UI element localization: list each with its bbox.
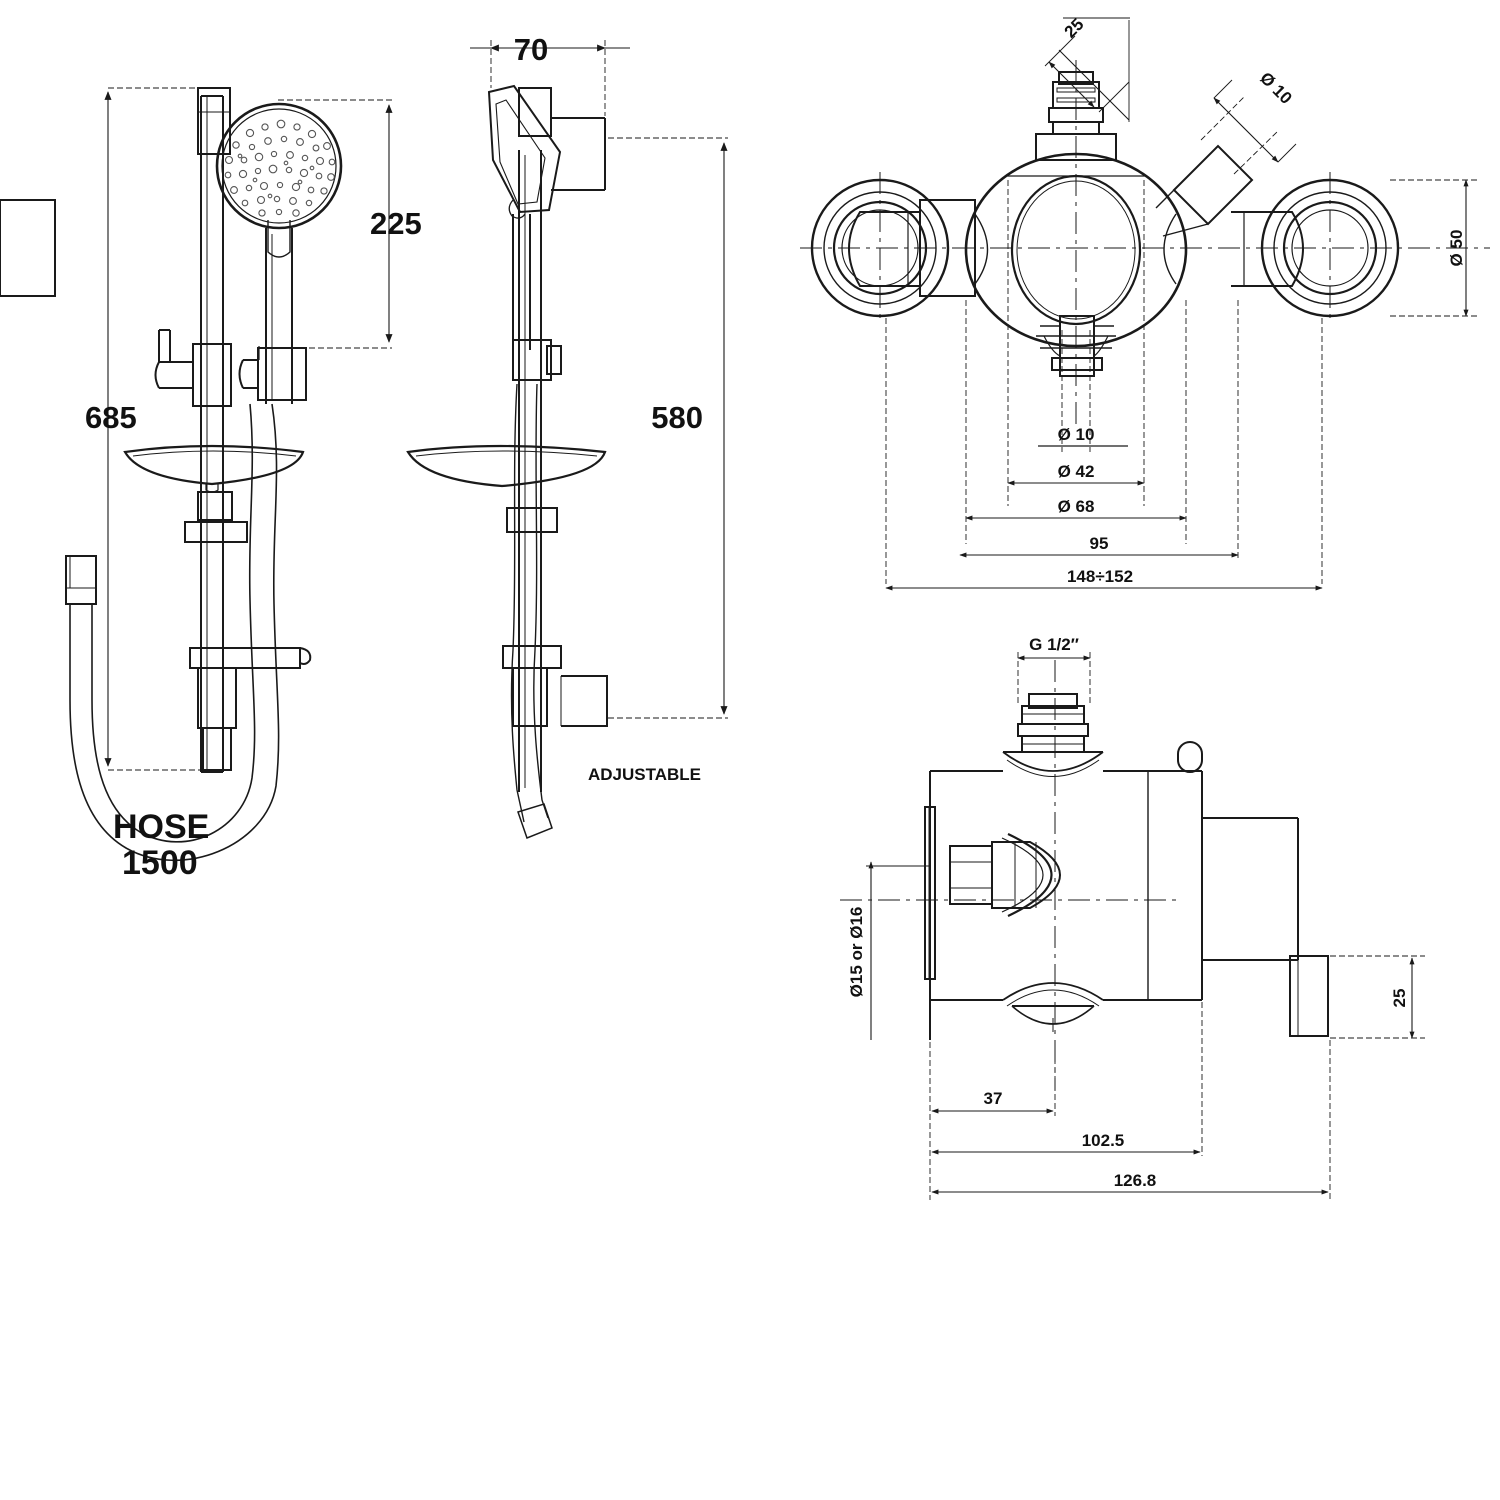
dim-text-outlet-height: 25 xyxy=(1390,989,1409,1008)
dim-thread-size xyxy=(1017,652,1091,706)
valve-top-outlet xyxy=(1006,71,1146,177)
dim-text-handset-to-bracket: 225 xyxy=(370,206,422,241)
dim-text-inlet-centres: 148÷152 xyxy=(1067,567,1133,586)
side-handset-holder xyxy=(512,339,562,381)
dim-text-thread-size: G 1/2″ xyxy=(1029,635,1079,654)
dim-text-body-depth: 102.5 xyxy=(1082,1131,1125,1150)
dim-handset-to-bracket xyxy=(278,99,393,349)
side-rail-bars xyxy=(518,150,542,792)
valve-side-top-outlet xyxy=(1002,693,1104,777)
valve-right-handle xyxy=(0,178,1400,318)
dim-text-flange-diameter: Ø 68 xyxy=(1058,497,1095,516)
dim-rail-height xyxy=(608,137,728,719)
dim-outlet-bore-diagonal xyxy=(1200,79,1297,175)
slide-rail-bars xyxy=(200,95,224,773)
dim-text-body-width: 95 xyxy=(1090,534,1109,553)
side-soap-dish xyxy=(406,444,607,488)
rail-slider xyxy=(154,329,232,407)
valve-diagonal-outlet xyxy=(1155,144,1254,237)
dim-text-inlet-bore: Ø15 or Ø16 xyxy=(847,907,866,998)
valve-side-cartridge-wall xyxy=(1147,741,1203,1000)
valve-side-centrelines xyxy=(840,660,1180,1090)
dim-text-overall-depth: 126.8 xyxy=(1114,1171,1157,1190)
dim-inlet-bore xyxy=(866,861,930,1040)
rail-bottom-outlet xyxy=(197,667,237,771)
valve-side-body xyxy=(929,770,1203,1040)
view-side-rail xyxy=(406,40,728,839)
handset-holder xyxy=(238,347,307,401)
dim-text-overall-height: 685 xyxy=(85,400,137,435)
valve-side-flange xyxy=(924,806,936,980)
shower-head xyxy=(215,102,343,258)
dim-text-spindle-bore: Ø 10 xyxy=(1058,425,1095,444)
dim-text-projection: 70 xyxy=(514,32,548,67)
view-valve-front xyxy=(0,17,1490,591)
note-adjustable: ADJUSTABLE xyxy=(588,765,701,784)
valve-bottom-outlet-front xyxy=(1036,315,1116,377)
side-collars xyxy=(502,507,562,727)
valve-body-front xyxy=(964,152,1188,348)
dim-overall-height xyxy=(104,87,200,771)
view-front-rail xyxy=(65,87,393,862)
dim-text-handle-diameter: Ø 50 xyxy=(1447,230,1466,267)
rail-collars xyxy=(184,491,312,669)
handset-stem xyxy=(265,228,293,404)
note-hose-length: 1500 xyxy=(122,844,198,882)
dim-handle-diameter xyxy=(1390,179,1480,317)
dim-text-rail-height: 580 xyxy=(651,400,703,435)
side-adjustable-outlet xyxy=(560,675,608,727)
dim-outlet-offset xyxy=(1044,17,1130,122)
hose-connector xyxy=(65,555,97,605)
valve-side-extension-lines xyxy=(929,1002,1331,1200)
dim-text-outlet-offset: 25 xyxy=(1061,15,1088,42)
rail-top-bracket xyxy=(197,87,231,155)
valve-side-outlet-stub xyxy=(1202,817,1329,1037)
dim-text-flange-to-centre: 37 xyxy=(984,1089,1003,1108)
dim-body-width xyxy=(959,300,1239,560)
valve-front-extension-lines xyxy=(885,180,1323,584)
valve-left-handle xyxy=(810,178,989,318)
side-rail-top-bracket xyxy=(518,87,606,191)
dim-projection xyxy=(470,40,630,116)
dim-text-body-bore: Ø 42 xyxy=(1058,462,1095,481)
side-handset-stem xyxy=(512,214,531,350)
view-valve-side xyxy=(840,652,1425,1200)
note-hose-label: HOSE xyxy=(113,808,209,846)
side-hose xyxy=(510,383,553,839)
shower-hose xyxy=(69,403,280,862)
dim-text-outlet-bore-diagonal: Ø 10 xyxy=(1256,68,1295,107)
valve-side-handle xyxy=(949,833,1061,917)
dim-outlet-height xyxy=(1330,955,1425,1039)
